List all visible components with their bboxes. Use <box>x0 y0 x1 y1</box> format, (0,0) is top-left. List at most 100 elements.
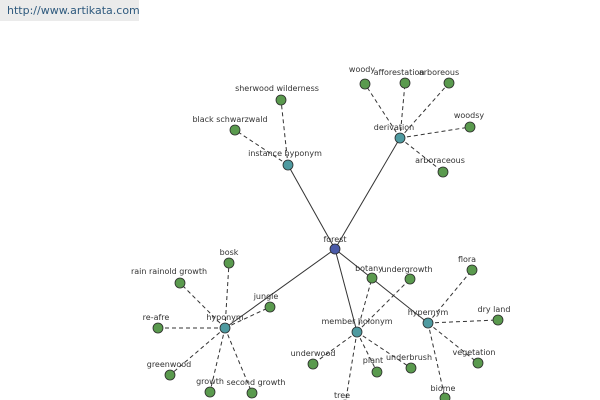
node-label-vegetation[interactable]: vegetation <box>452 348 495 357</box>
node-biome[interactable]: biome <box>431 384 456 400</box>
node-label-jungle[interactable]: jungle <box>253 292 279 301</box>
node-label-tree[interactable]: tree <box>334 391 350 400</box>
node-dot-flora[interactable] <box>466 264 478 276</box>
node-label-plant[interactable]: plant <box>363 356 383 365</box>
node-label-flora[interactable]: flora <box>458 255 476 264</box>
url-link[interactable]: http://www.artikata.com <box>7 4 140 17</box>
node-dot-hyponym[interactable] <box>219 322 231 334</box>
node-bosk[interactable]: bosk <box>220 248 239 269</box>
node-label-hypernym[interactable]: hypernym <box>408 308 449 317</box>
node-hypernym[interactable]: hypernym <box>408 308 449 329</box>
node-dot-arboreous[interactable] <box>443 77 455 89</box>
node-afforestation[interactable]: afforestation <box>374 68 425 89</box>
node-label-undergrowth[interactable]: undergrowth <box>381 265 432 274</box>
node-arboreous[interactable]: arboreous <box>419 68 459 89</box>
node-dot-woodsy[interactable] <box>464 121 476 133</box>
node-label-growth[interactable]: growth <box>196 377 224 386</box>
node-label-black_schwarzwald[interactable]: black schwarzwald <box>192 115 267 124</box>
node-label-underwood[interactable]: underwood <box>291 349 336 358</box>
node-dot-second_growth[interactable] <box>246 387 258 399</box>
node-label-hyponym[interactable]: hyponym <box>206 313 244 322</box>
edge-derivation-woody <box>364 83 401 139</box>
node-label-afforestation[interactable]: afforestation <box>374 68 425 77</box>
nodes-layer: forest derivation instance hyponym hyponym m… <box>131 65 511 400</box>
edge-hypernym-vegetation <box>427 322 479 364</box>
node-flora[interactable]: flora <box>458 255 478 276</box>
node-plant[interactable]: plant <box>363 356 383 378</box>
node-dot-rain_rainold[interactable] <box>174 277 186 289</box>
node-tree[interactable]: tree <box>334 391 350 400</box>
node-dry_land[interactable]: dry land <box>478 305 511 326</box>
node-label-arboraceous[interactable]: arboraceous <box>415 156 465 165</box>
node-label-rain_rainold[interactable]: rain rainold growth <box>131 267 207 276</box>
node-dot-afforestation[interactable] <box>399 77 411 89</box>
node-dot-sherwood[interactable] <box>275 94 287 106</box>
node-hyponym[interactable]: hyponym <box>206 313 244 334</box>
node-dot-growth[interactable] <box>204 386 216 398</box>
node-dot-woody[interactable] <box>359 78 371 90</box>
node-label-second_growth[interactable]: second growth <box>227 378 286 387</box>
node-woodsy[interactable]: woodsy <box>454 111 485 133</box>
url-banner[interactable]: http://www.artikata.com <box>0 0 140 21</box>
node-label-woody[interactable]: woody <box>349 65 375 74</box>
edge-instance_hyponym-black_schwarzwald <box>234 129 289 166</box>
node-label-re_afre[interactable]: re-afre <box>143 313 170 322</box>
node-woody[interactable]: woody <box>349 65 375 90</box>
node-label-woodsy[interactable]: woodsy <box>454 111 485 120</box>
node-label-sherwood[interactable]: sherwood wilderness <box>235 84 319 93</box>
node-dot-underbrush[interactable] <box>405 362 417 374</box>
node-dot-plant[interactable] <box>371 366 383 378</box>
edge-hyponym-rain_rainold <box>179 282 226 329</box>
node-dot-member_holonym[interactable] <box>351 326 363 338</box>
node-label-member_holonym[interactable]: member holonym <box>321 317 392 326</box>
node-label-bosk[interactable]: bosk <box>220 248 239 257</box>
node-underbrush[interactable]: underbrush <box>386 353 432 374</box>
node-undergrowth[interactable]: undergrowth <box>381 265 433 285</box>
edge-derivation-arboraceous <box>399 137 444 173</box>
node-dot-derivation[interactable] <box>394 132 406 144</box>
node-dot-forest[interactable] <box>329 243 341 255</box>
edges-layer <box>158 82 499 400</box>
node-dot-arboraceous[interactable] <box>437 166 449 178</box>
node-jungle[interactable]: jungle <box>253 292 279 313</box>
node-underwood[interactable]: underwood <box>291 349 336 370</box>
node-label-underbrush[interactable]: underbrush <box>386 353 432 362</box>
node-dot-instance_hyponym[interactable] <box>282 159 294 171</box>
node-greenwood[interactable]: greenwood <box>147 360 192 381</box>
node-label-dry_land[interactable]: dry land <box>478 305 511 314</box>
node-dot-greenwood[interactable] <box>164 369 176 381</box>
node-label-forest[interactable]: forest <box>323 235 346 244</box>
node-growth[interactable]: growth <box>196 377 224 398</box>
node-label-botany[interactable]: botany <box>355 264 383 273</box>
node-label-arboreous[interactable]: arboreous <box>419 68 459 77</box>
node-dot-hypernym[interactable] <box>422 317 434 329</box>
node-dot-vegetation[interactable] <box>472 357 484 369</box>
node-dot-underwood[interactable] <box>307 358 319 370</box>
node-re_afre[interactable]: re-afre <box>143 313 170 334</box>
node-label-biome[interactable]: biome <box>431 384 456 393</box>
node-label-derivation[interactable]: derivation <box>374 123 414 132</box>
node-label-greenwood[interactable]: greenwood <box>147 360 192 369</box>
node-label-instance_hyponym[interactable]: instance hyponym <box>248 149 322 158</box>
node-dot-dry_land[interactable] <box>492 314 504 326</box>
node-rain_rainold[interactable]: rain rainold growth <box>131 267 207 289</box>
node-instance_hyponym[interactable]: instance hyponym <box>248 149 322 171</box>
node-derivation[interactable]: derivation <box>374 123 414 144</box>
node-black_schwarzwald[interactable]: black schwarzwald <box>192 115 268 136</box>
node-dot-bosk[interactable] <box>223 257 235 269</box>
node-dot-black_schwarzwald[interactable] <box>229 124 241 136</box>
node-second_growth[interactable]: second growth <box>227 378 286 399</box>
node-dot-botany[interactable] <box>366 272 378 284</box>
node-member_holonym[interactable]: member holonym <box>321 317 393 338</box>
node-sherwood[interactable]: sherwood wilderness <box>235 84 319 106</box>
edge-derivation-afforestation <box>399 82 406 139</box>
node-botany[interactable]: botany <box>355 264 383 284</box>
node-dot-re_afre[interactable] <box>152 322 164 334</box>
node-arboraceous[interactable]: arboraceous <box>415 156 465 178</box>
node-vegetation[interactable]: vegetation <box>452 348 496 369</box>
node-forest[interactable]: forest <box>323 235 347 255</box>
node-dot-jungle[interactable] <box>264 301 276 313</box>
node-dot-undergrowth[interactable] <box>404 273 416 285</box>
node-dot-biome[interactable] <box>439 392 451 400</box>
